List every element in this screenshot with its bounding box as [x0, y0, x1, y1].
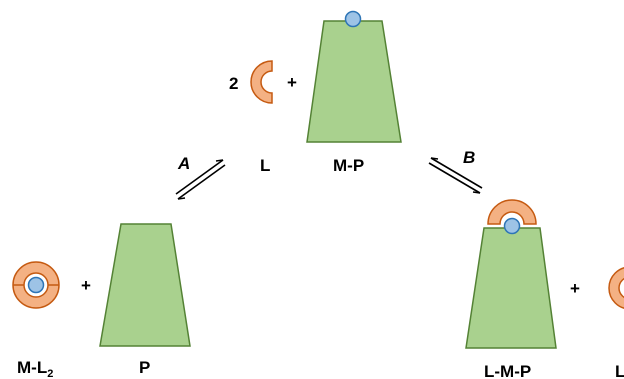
free-ligand-cutoff-shape	[608, 267, 624, 309]
protein-label: P	[139, 358, 150, 377]
plus-sign-right: +	[570, 279, 580, 298]
plus-sign-left: +	[81, 276, 91, 295]
metal-ligand-complex-shape	[12, 261, 60, 309]
ternary-ligand-cap-shape	[487, 199, 537, 225]
ternary-metal-ion-shape	[503, 217, 521, 235]
pathway-b-label: B	[463, 148, 475, 167]
metal-protein-label: M-P	[333, 156, 364, 175]
free-ligand-shape	[250, 60, 273, 104]
equilibrium-arrow-b	[428, 157, 483, 194]
pathway-a-label: A	[177, 154, 190, 173]
plus-sign-top: +	[287, 73, 297, 92]
ligand-label: L	[260, 156, 270, 175]
ternary-protein-shape	[465, 227, 557, 349]
equilibrium-arrow-a	[175, 159, 226, 200]
protein-shape	[99, 223, 191, 347]
metal-protein-shape	[306, 20, 402, 143]
metal-ion-shape	[344, 10, 362, 28]
stoichiometry-coefficient: 2	[229, 74, 238, 93]
metal-ligand-complex-label: M-L2	[17, 358, 53, 379]
ternary-complex-label: L-M-P	[484, 362, 531, 379]
free-ligand-cutoff-label: L	[615, 362, 624, 379]
